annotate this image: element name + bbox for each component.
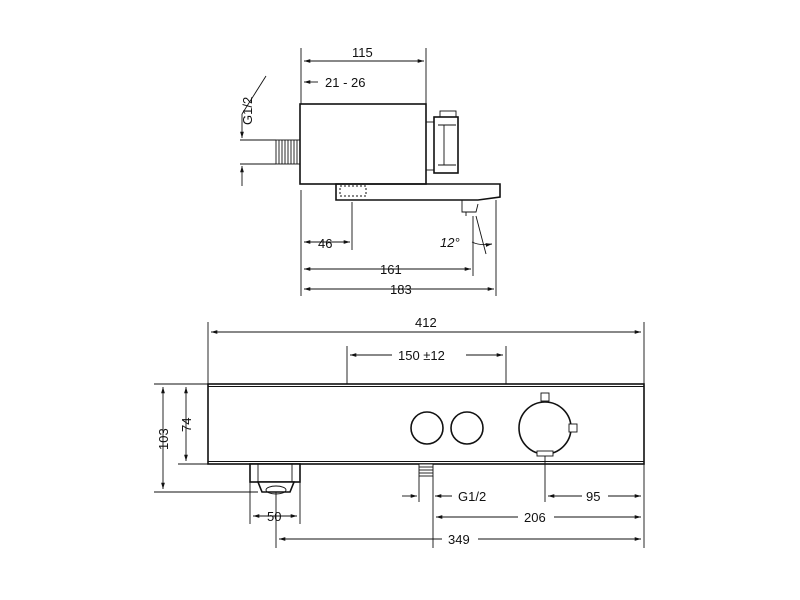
dim-front-50: 50 — [267, 509, 281, 524]
dim-front-349: 349 — [448, 532, 470, 547]
dim-side-21-26: 21 - 26 — [325, 75, 365, 90]
dim-side-g12: G1/2 — [240, 97, 255, 125]
front-thermostat-knob — [518, 392, 578, 457]
dim-front-74: 74 — [179, 418, 194, 432]
dim-side-161: 161 — [380, 262, 402, 277]
dim-side-183: 183 — [390, 282, 412, 297]
side-knob — [425, 110, 459, 174]
side-thread-stub — [275, 139, 301, 165]
side-body — [299, 103, 427, 185]
side-view: 115 21 - 26 G1/2 46 12° 161 183 — [240, 45, 501, 297]
front-inlet-thread — [418, 463, 434, 477]
dim-front-95: 95 — [586, 489, 600, 504]
dim-side-46: 46 — [318, 236, 332, 251]
side-shelf — [335, 183, 501, 216]
dim-front-150: 150 ±12 — [398, 348, 445, 363]
dim-side-12deg: 12° — [440, 235, 460, 250]
dim-front-412: 412 — [415, 315, 437, 330]
dim-side-115: 115 — [352, 45, 373, 60]
dim-front-g12: G1/2 — [458, 489, 486, 504]
front-button-left — [410, 411, 444, 445]
dim-front-206: 206 — [524, 510, 546, 525]
front-view: 412 150 ±12 103 74 50 G1/2 95 — [154, 315, 645, 548]
dim-front-103: 103 — [156, 428, 171, 450]
front-spout — [249, 463, 301, 495]
front-button-right — [450, 411, 484, 445]
